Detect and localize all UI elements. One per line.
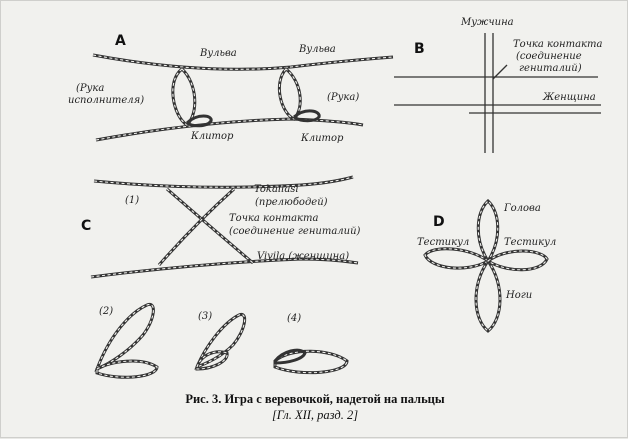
label-testicle-left: Тестикул bbox=[417, 237, 469, 248]
panel-a-left-loop bbox=[171, 67, 213, 128]
label-vulva-left: Вульва bbox=[199, 48, 237, 59]
panel-a: A Вульва Вульва (Рука исполнителя) (Рука… bbox=[68, 33, 394, 144]
panel-c-cross-strand-2 bbox=[157, 187, 236, 266]
panel-d-letter: D bbox=[433, 214, 445, 230]
label-clitoris-left: Клитор bbox=[190, 131, 234, 142]
label-testicle-right: Тестикул bbox=[504, 237, 556, 248]
panel-c-lower-strand bbox=[90, 257, 359, 279]
panel-d-right-loop bbox=[485, 249, 549, 272]
label-contact-3: гениталий) bbox=[519, 63, 582, 74]
panel-a-right-loop bbox=[277, 66, 321, 123]
label-tokailasi-2: (прелюбодей) bbox=[255, 197, 328, 208]
label-c-contact-2: (соединение гениталий) bbox=[229, 226, 361, 237]
caption-line-2: [Гл. XII, разд. 2] bbox=[272, 408, 358, 422]
panel-c-upper-strand bbox=[93, 175, 354, 189]
label-step-3: (3) bbox=[198, 311, 212, 322]
panel-c: C (1) Tokailasi (прелюбодей) Точка конта… bbox=[81, 175, 361, 379]
panel-d-left-loop bbox=[423, 247, 491, 270]
label-step-1: (1) bbox=[125, 195, 139, 206]
label-legs: Ноги bbox=[505, 290, 532, 301]
label-c-contact-1: Точка контакта bbox=[229, 213, 319, 224]
panel-c-letter: C bbox=[81, 218, 91, 234]
label-woman: Женщина bbox=[542, 92, 596, 103]
label-contact-1: Точка контакта bbox=[513, 39, 603, 50]
figure-step-4 bbox=[273, 348, 349, 375]
panel-d: D Голова Тестикул Тестикул Ноги bbox=[417, 198, 556, 333]
panel-b-letter: B bbox=[414, 41, 425, 57]
label-contact-2: (соединение bbox=[516, 51, 582, 62]
panel-a-letter: A bbox=[115, 33, 126, 49]
panel-a-lower-strand bbox=[95, 117, 364, 142]
caption-line-1: Рис. 3. Игра с веревочкой, надетой на па… bbox=[185, 392, 445, 406]
panel-d-head-loop bbox=[476, 198, 500, 264]
label-head: Голова bbox=[503, 203, 541, 214]
label-step-4: (4) bbox=[287, 313, 301, 324]
label-hand-performer-1: (Рука bbox=[76, 83, 104, 94]
contact-pointer bbox=[492, 64, 508, 80]
label-vulva-right: Вульва bbox=[298, 44, 336, 55]
label-tokailasi-1: Tokailasi bbox=[254, 184, 299, 195]
panel-d-legs-loop bbox=[474, 258, 502, 333]
panel-b: B Мужчина Точка контакта (соединение ген… bbox=[394, 17, 603, 153]
figure-step-2 bbox=[94, 302, 159, 379]
label-hand-performer-2: исполнителя) bbox=[68, 95, 144, 106]
label-vivila: Vivila (женщина) bbox=[257, 251, 349, 262]
panel-a-upper-strand bbox=[92, 53, 394, 71]
label-clitoris-right: Клитор bbox=[300, 133, 344, 144]
figure-step-3 bbox=[194, 313, 247, 371]
label-step-2: (2) bbox=[99, 306, 113, 317]
label-hand-right: (Рука) bbox=[327, 92, 359, 103]
label-man: Мужчина bbox=[460, 17, 514, 28]
panel-c-cross-strand-1 bbox=[166, 187, 254, 265]
